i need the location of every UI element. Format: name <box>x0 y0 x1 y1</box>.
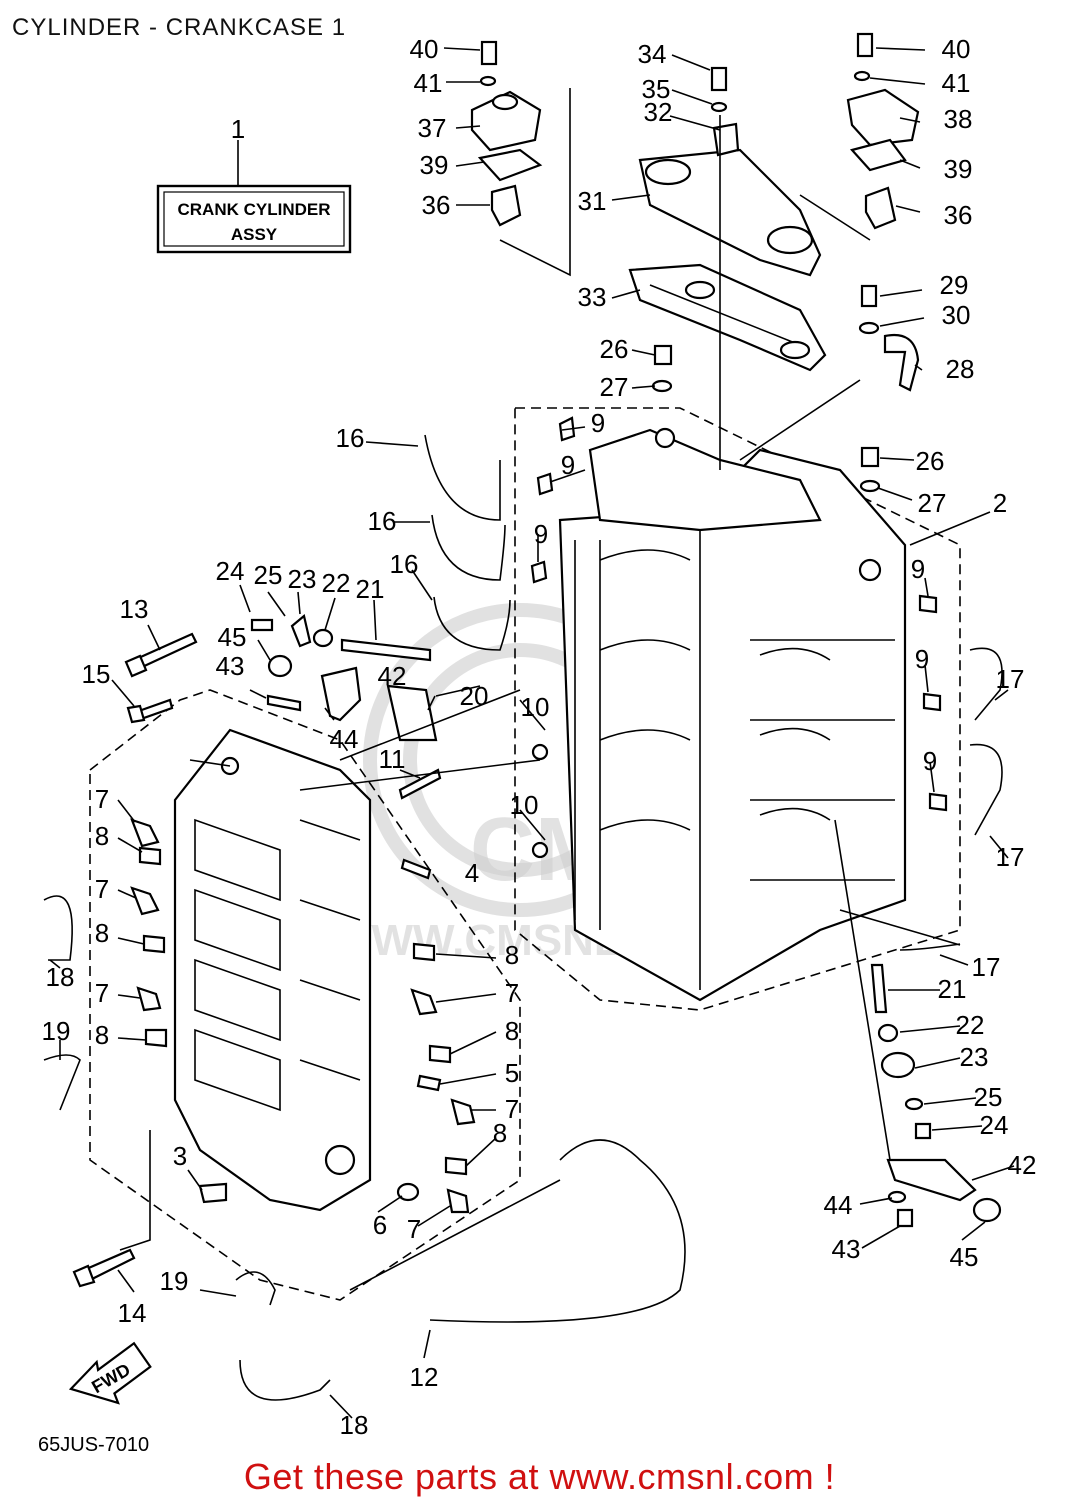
callout-7d: 7 <box>505 978 519 1008</box>
callout-27a: 27 <box>600 372 629 402</box>
callout-28: 28 <box>946 354 975 384</box>
callout-9c: 9 <box>534 519 548 549</box>
hoses <box>43 434 1003 1401</box>
cylinder-block <box>89 689 521 1301</box>
page-title: CYLINDER - CRANKCASE 1 <box>12 14 347 41</box>
callout-9a: 9 <box>591 408 605 438</box>
callouts: 1 2 3 4 5 6 7 7 7 7 7 7 8 8 8 8 8 8 9 9 … <box>42 34 1037 1440</box>
drawing-code: 65JUS-7010 <box>38 1434 150 1456</box>
assy-line-2: ASSY <box>231 225 278 244</box>
callout-25b: 25 <box>974 1082 1003 1112</box>
callout-36a: 36 <box>422 190 451 220</box>
callout-11: 11 <box>379 744 406 774</box>
cta-link[interactable]: Get these parts at www.cmsnl.com ! <box>243 1456 836 1497</box>
callout-6: 6 <box>373 1210 387 1240</box>
callout-24a: 24 <box>216 556 245 586</box>
callout-25a: 25 <box>254 560 283 590</box>
callout-21a: 21 <box>356 574 385 604</box>
callout-12: 12 <box>410 1362 439 1392</box>
callout-39a: 39 <box>420 150 449 180</box>
callout-26b: 26 <box>916 446 945 476</box>
callout-20: 20 <box>460 681 489 711</box>
callout-37: 37 <box>418 113 447 143</box>
callout-27b: 27 <box>918 488 947 518</box>
callout-22b: 22 <box>956 1010 985 1040</box>
callout-22a: 22 <box>322 568 351 598</box>
callout-9f: 9 <box>923 746 937 776</box>
callout-16c: 16 <box>390 549 419 579</box>
callout-9e: 9 <box>915 644 929 674</box>
callout-3: 3 <box>173 1141 187 1171</box>
callout-18b: 18 <box>340 1410 369 1440</box>
callout-5: 5 <box>505 1058 519 1088</box>
callout-7c: 7 <box>95 978 109 1008</box>
callout-8f: 8 <box>493 1118 507 1148</box>
callout-44b: 44 <box>824 1190 853 1220</box>
crankcase-block <box>514 407 961 1011</box>
callout-40a: 40 <box>410 34 439 64</box>
callout-8d: 8 <box>505 940 519 970</box>
callout-36b: 36 <box>944 200 973 230</box>
callout-8b: 8 <box>95 918 109 948</box>
callout-10b: 10 <box>510 790 539 820</box>
callout-7a: 7 <box>95 784 109 814</box>
callout-19b: 19 <box>160 1266 189 1296</box>
callout-44a: 44 <box>330 724 359 754</box>
callout-26a: 26 <box>600 334 629 364</box>
callout-23b: 23 <box>960 1042 989 1072</box>
callout-35: 35 <box>642 74 671 104</box>
bolts-and-misc <box>72 614 1002 1288</box>
callout-4: 4 <box>465 858 479 888</box>
callout-32: 32 <box>644 97 673 127</box>
fwd-arrow: FWD <box>68 1341 152 1405</box>
callout-42a: 42 <box>378 661 407 691</box>
callout-14: 14 <box>118 1298 147 1328</box>
callout-23a: 23 <box>288 564 317 594</box>
callout-13: 13 <box>120 594 149 624</box>
callout-39b: 39 <box>944 154 973 184</box>
fittings <box>130 416 948 1214</box>
callout-15: 15 <box>82 659 111 689</box>
callout-19a: 19 <box>42 1016 71 1046</box>
callout-8a: 8 <box>95 821 109 851</box>
callout-9b: 9 <box>561 450 575 480</box>
callout-18a: 18 <box>46 962 75 992</box>
callout-29: 29 <box>940 270 969 300</box>
callout-1: 1 <box>231 114 245 144</box>
callout-45b: 45 <box>950 1242 979 1272</box>
callout-41b: 41 <box>942 68 971 98</box>
callout-7e: 7 <box>505 1094 519 1124</box>
leader-lines <box>49 47 1015 1419</box>
callout-33: 33 <box>578 282 607 312</box>
callout-30: 30 <box>942 300 971 330</box>
callout-45a: 45 <box>218 622 247 652</box>
callout-9d: 9 <box>911 554 925 584</box>
callout-43a: 43 <box>216 651 245 681</box>
callout-16b: 16 <box>368 506 397 536</box>
callout-17b: 17 <box>996 842 1025 872</box>
callout-40b: 40 <box>942 34 971 64</box>
callout-16a: 16 <box>336 423 365 453</box>
callout-42b: 42 <box>1008 1150 1037 1180</box>
assy-box: CRANK CYLINDER ASSY <box>156 140 352 254</box>
callout-21b: 21 <box>938 974 967 1004</box>
callout-7f: 7 <box>407 1214 421 1244</box>
callout-24b: 24 <box>980 1110 1009 1140</box>
callout-7b: 7 <box>95 874 109 904</box>
callout-8c: 8 <box>95 1020 109 1050</box>
assy-line-1: CRANK CYLINDER <box>178 200 331 219</box>
callout-34: 34 <box>638 39 667 69</box>
callout-17c: 17 <box>972 952 1001 982</box>
callout-17a: 17 <box>996 664 1025 694</box>
callout-41a: 41 <box>414 68 443 98</box>
cylinder-cover <box>628 148 827 372</box>
callout-10a: 10 <box>521 692 550 722</box>
callout-2: 2 <box>993 488 1007 518</box>
callout-43b: 43 <box>832 1234 861 1264</box>
callout-31: 31 <box>578 186 607 216</box>
thermostat-parts <box>470 32 920 493</box>
callout-8e: 8 <box>505 1016 519 1046</box>
callout-38: 38 <box>944 104 973 134</box>
